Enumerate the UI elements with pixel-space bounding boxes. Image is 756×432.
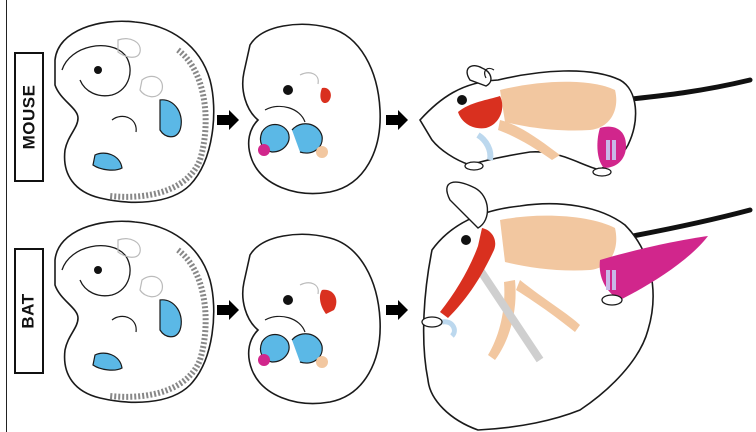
bat-early-embryo (55, 221, 214, 402)
mouse-early-embryo (55, 21, 214, 202)
arrow-right-icon (386, 110, 408, 130)
bat-adult (422, 182, 750, 430)
arrow-right-icon (386, 300, 408, 320)
arrow-right-icon (217, 110, 239, 130)
mouse-mid-embryo (243, 24, 380, 193)
mouse-adult (420, 66, 750, 176)
arrow-right-icon (217, 300, 239, 320)
bat-mid-embryo (243, 234, 380, 403)
